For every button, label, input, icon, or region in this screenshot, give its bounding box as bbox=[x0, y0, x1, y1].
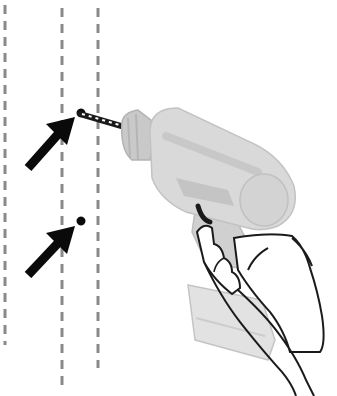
arrows bbox=[24, 117, 75, 279]
arrow-icon bbox=[24, 226, 75, 279]
hand-icon bbox=[195, 224, 325, 396]
arrow-icon bbox=[24, 117, 75, 171]
guide-lines bbox=[3, 5, 100, 392]
drill-bit-icon bbox=[77, 111, 131, 131]
hole-marker-bottom bbox=[76, 216, 86, 226]
hole-markers bbox=[76, 108, 86, 226]
